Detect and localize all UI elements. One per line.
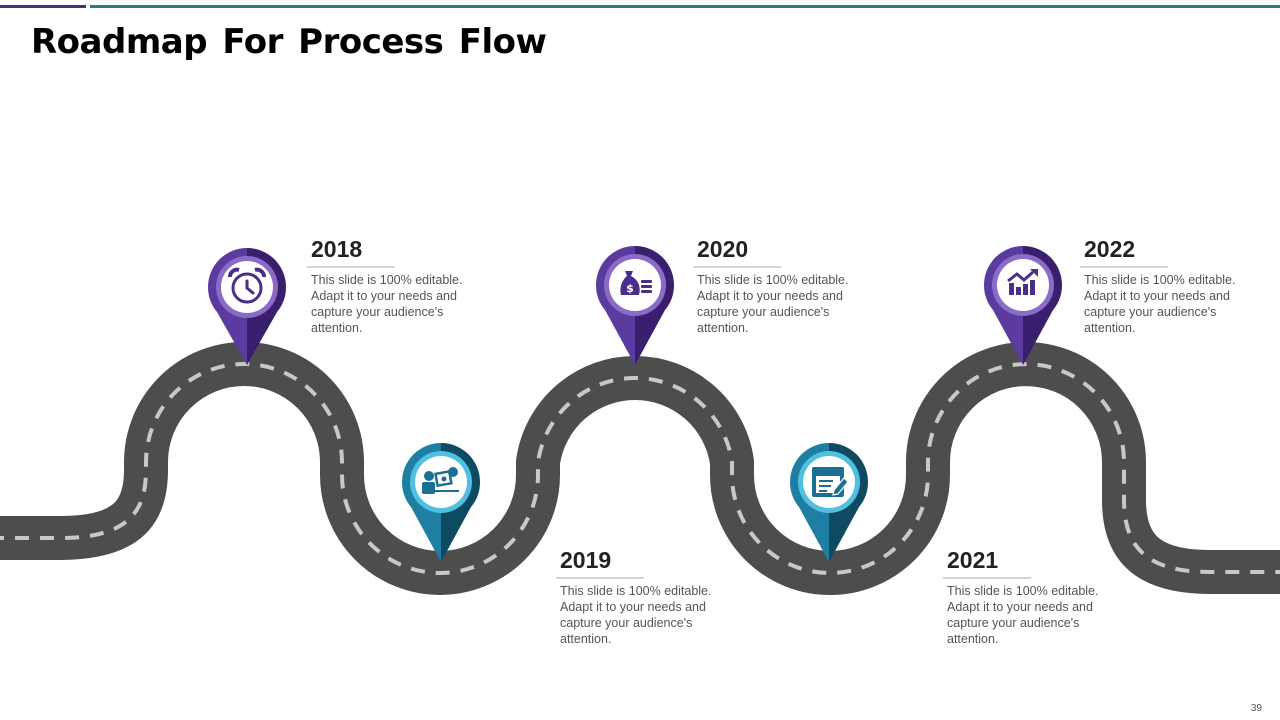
milestone-description: This slide is 100% editable. Adapt it to…	[1084, 273, 1236, 335]
money-bag-icon: $	[620, 271, 652, 295]
milestone-year: 2022	[1084, 236, 1136, 262]
milestone-divider	[1080, 266, 1168, 268]
milestone-divider	[943, 577, 1031, 579]
slide-title: Roadmap For Process Flow	[31, 22, 547, 62]
milestone-year: 2020	[697, 236, 749, 262]
pin-2020: $	[595, 246, 675, 365]
page-number: 39	[1250, 703, 1262, 714]
milestone-description: This slide is 100% editable. Adapt it to…	[947, 584, 1099, 646]
milestone-year: 2018	[311, 236, 363, 262]
milestone-year: 2019	[560, 547, 612, 573]
pin-2021	[789, 443, 869, 562]
document-edit-icon	[812, 467, 849, 497]
milestone-description: This slide is 100% editable. Adapt it to…	[560, 584, 712, 646]
alarm-clock-icon	[228, 267, 266, 304]
milestone-2021: 2021 This slide is 100% editable. Adapt …	[943, 547, 1113, 647]
top-accent-bar-teal	[90, 5, 1280, 8]
milestone-year: 2021	[947, 547, 999, 573]
svg-text:$: $	[626, 282, 634, 295]
milestone-divider	[307, 266, 395, 268]
worker-settings-icon	[422, 467, 459, 494]
road	[0, 364, 1280, 573]
milestone-2018: 2018 This slide is 100% editable. Adapt …	[307, 236, 477, 336]
milestone-divider	[556, 577, 644, 579]
milestone-2019: 2019 This slide is 100% editable. Adapt …	[556, 547, 726, 647]
pin-2022	[983, 246, 1063, 365]
pin-2019	[401, 443, 481, 562]
pin-2018	[207, 248, 287, 365]
milestone-description: This slide is 100% editable. Adapt it to…	[311, 273, 463, 335]
top-accent-bar-purple	[0, 5, 86, 8]
milestone-2020: 2020 This slide is 100% editable. Adapt …	[693, 236, 863, 336]
milestone-divider	[693, 266, 781, 268]
milestone-2022: 2022 This slide is 100% editable. Adapt …	[1080, 236, 1250, 336]
milestone-description: This slide is 100% editable. Adapt it to…	[697, 273, 849, 335]
growth-chart-icon	[1007, 269, 1038, 295]
